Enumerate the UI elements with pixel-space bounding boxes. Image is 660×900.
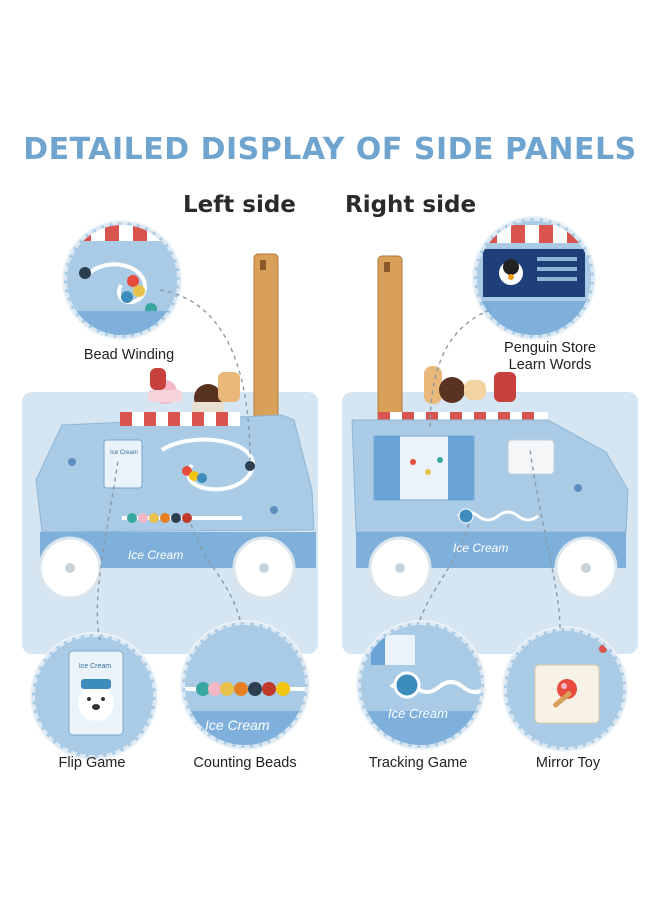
penguin-store-zoom xyxy=(474,218,594,338)
right-truck-text: Ice Cream xyxy=(453,541,509,555)
right-truck-image xyxy=(351,255,629,600)
tracking-zoom-text: Ice Cream xyxy=(388,706,448,721)
penguin-store-caption-line2: Learn Words xyxy=(508,357,592,373)
flip-zoom-text: Ice Cream xyxy=(78,663,112,670)
left-truck-sign-text: Ice Cream xyxy=(110,450,138,456)
tracking-game-caption: Tracking Game xyxy=(368,755,468,771)
tracking-game-zoom xyxy=(358,622,484,748)
bead-winding-caption: Bead Winding xyxy=(83,347,175,363)
left-truck-text: Ice Cream xyxy=(128,548,184,562)
mirror-toy-zoom xyxy=(504,628,626,750)
page-title: DETAILED DISPLAY OF SIDE PANELS xyxy=(23,132,637,167)
counting-zoom-text: Ice Cream xyxy=(205,717,270,733)
right-side-label: Right side xyxy=(345,192,477,218)
mirror-toy-caption: Mirror Toy xyxy=(535,755,601,771)
bead-winding-zoom xyxy=(64,222,180,338)
penguin-store-caption-line1: Penguin Store xyxy=(504,340,596,356)
counting-beads-zoom xyxy=(182,622,308,748)
left-truck-image xyxy=(35,253,316,600)
counting-beads-caption: Counting Beads xyxy=(193,755,297,771)
flip-game-caption: Flip Game xyxy=(58,755,126,771)
left-side-label: Left side xyxy=(183,192,296,218)
flip-game-zoom xyxy=(32,634,156,758)
